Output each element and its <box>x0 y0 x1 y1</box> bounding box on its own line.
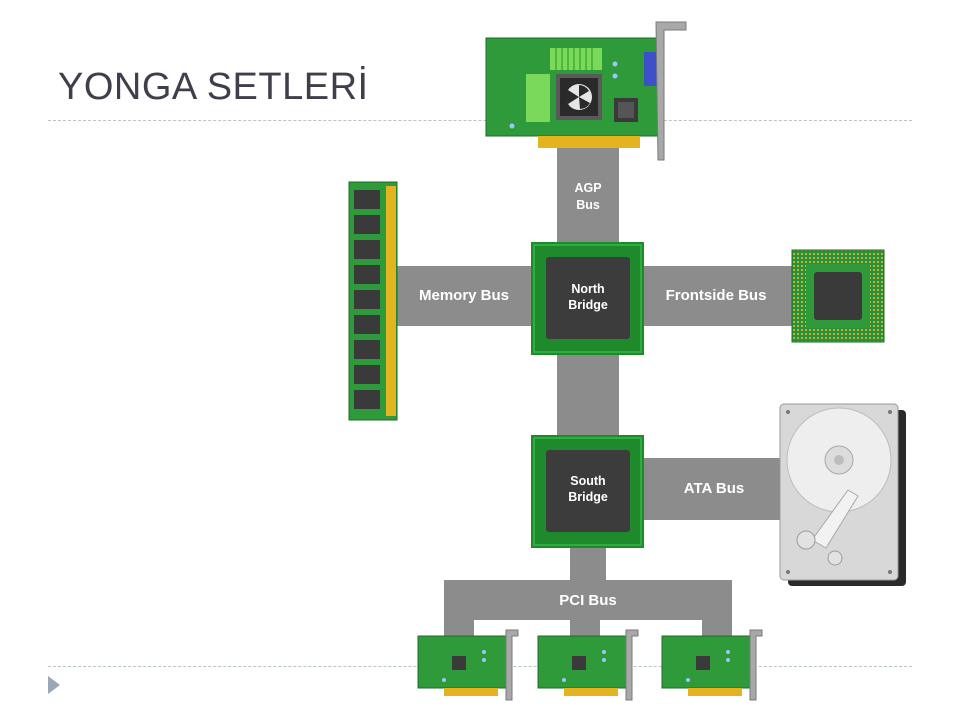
north-bridge-chip: North Bridge <box>531 242 644 355</box>
frontside-bus-label: Frontside Bus <box>666 287 767 304</box>
agp-bus-line <box>557 146 619 246</box>
bus-lines <box>396 146 795 642</box>
north-bridge-label-line2: Bridge <box>568 298 608 312</box>
memory-module-icon <box>348 181 398 421</box>
hard-drive-icon <box>779 403 906 586</box>
memory-bus-line <box>396 266 536 326</box>
cpu-icon <box>791 249 885 343</box>
bridge-link-line <box>557 354 619 438</box>
agp-bus-label-line1: AGP <box>574 181 601 195</box>
pci-drop-2 <box>570 600 600 642</box>
agp-graphics-card-icon <box>485 21 687 161</box>
ata-bus-label: ATA Bus <box>684 480 745 497</box>
pci-card-2-icon <box>537 629 639 701</box>
south-bridge-label-line1: South <box>570 474 605 488</box>
ata-bus-line <box>640 458 785 520</box>
bullet-arrow-icon <box>48 676 60 694</box>
top-divider <box>48 120 912 121</box>
pci-card-3-icon <box>661 629 763 701</box>
pci-bus-label: PCI Bus <box>559 592 617 609</box>
south-bridge-chip: South Bridge <box>531 435 644 548</box>
south-pci-link-line <box>570 546 606 586</box>
south-bridge-label-line2: Bridge <box>568 490 608 504</box>
north-bridge-label-line1: North <box>571 282 604 296</box>
pci-drop-1 <box>444 600 474 642</box>
agp-bus-label-line2: Bus <box>576 198 600 212</box>
slide-title: YONGA SETLERİ <box>58 66 369 108</box>
pci-drop-3 <box>702 600 732 642</box>
memory-bus-label: Memory Bus <box>419 287 509 304</box>
frontside-bus-line <box>640 266 795 326</box>
pci-card-1-icon <box>417 629 519 701</box>
